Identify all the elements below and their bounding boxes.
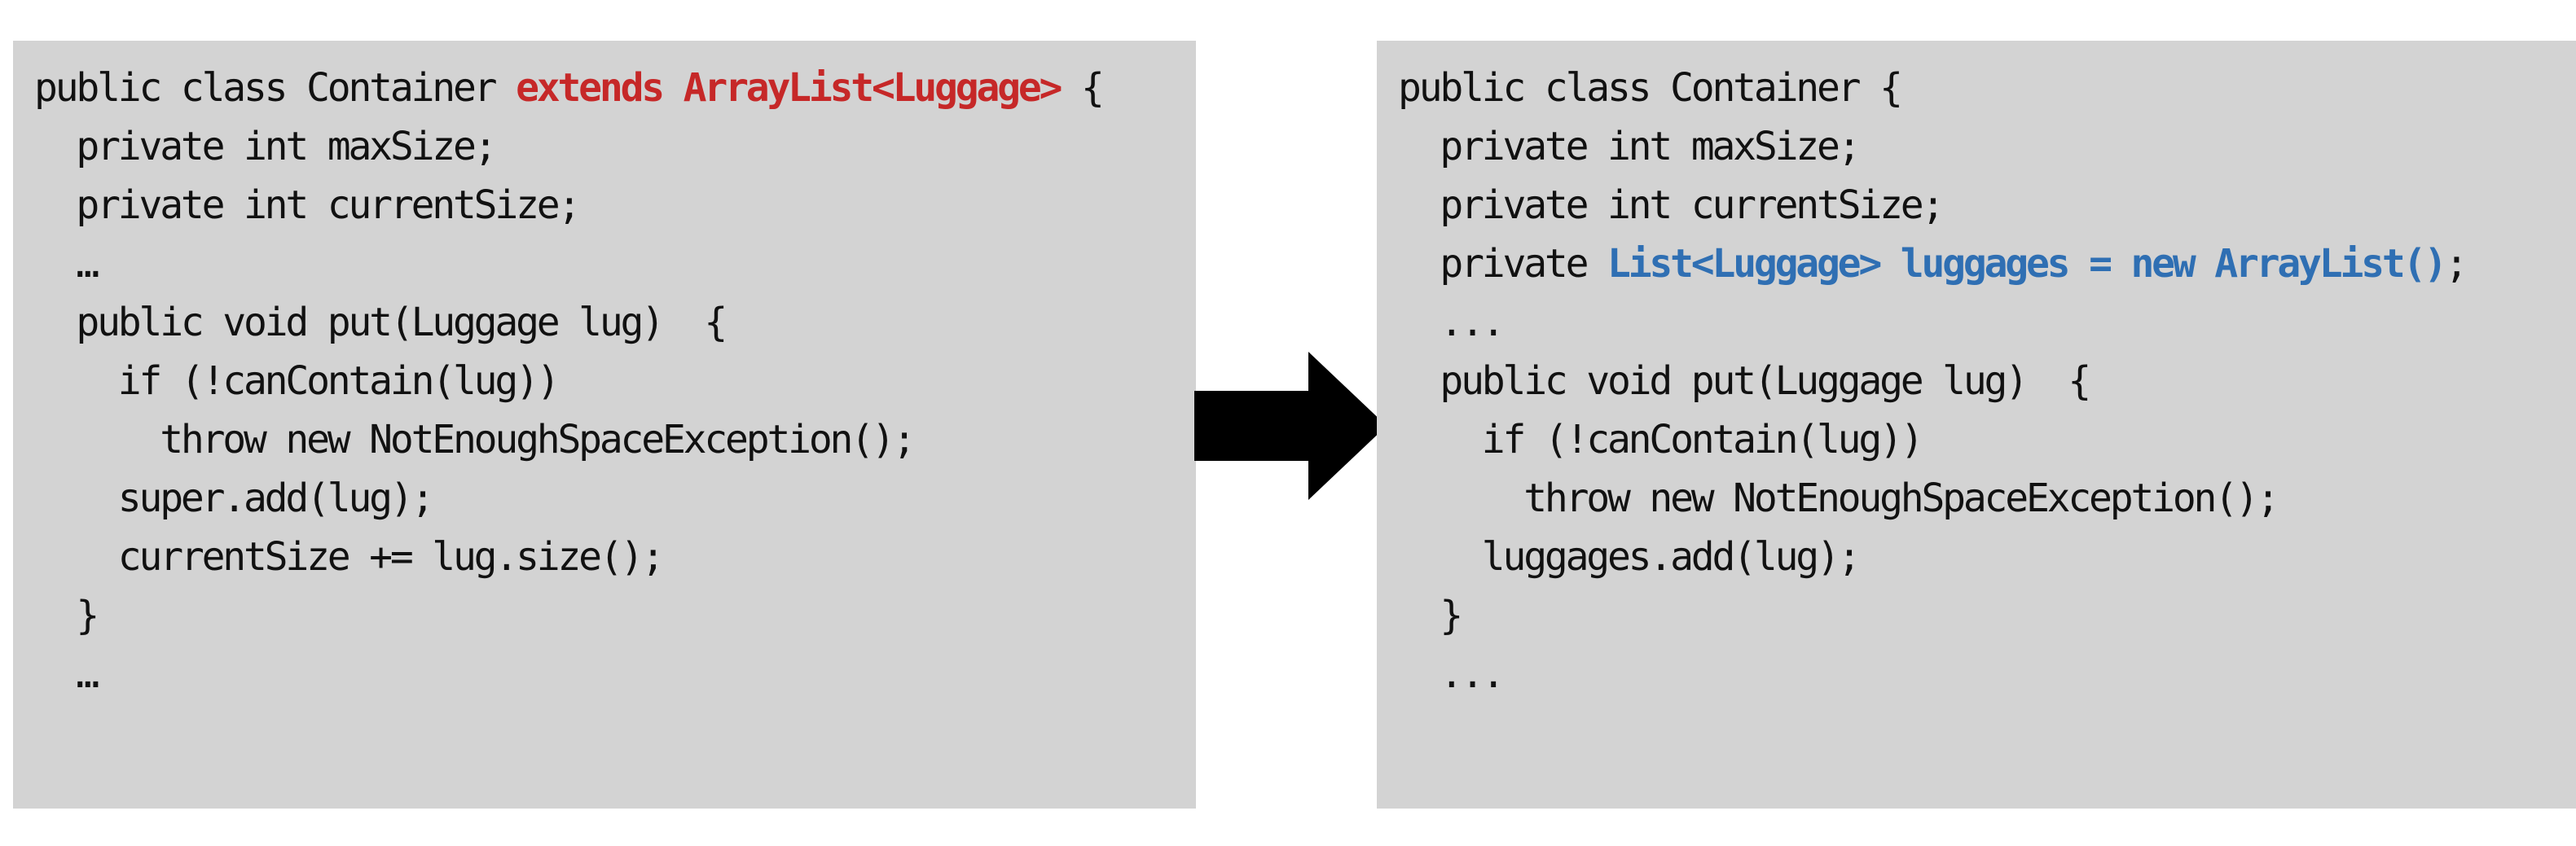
code-line-2: private int maxSize;: [34, 124, 497, 169]
code-line-6: if (!canContain(lug)): [34, 358, 560, 404]
inheritance-code-panel: public class Container extends ArrayList…: [13, 41, 1196, 809]
code-line-10: }: [1398, 593, 1463, 638]
code-line-11: ...: [1398, 651, 1505, 697]
code-line-10: }: [34, 593, 99, 638]
highlight-list-field: List<Luggage> luggages = new ArrayList(): [1607, 241, 2447, 287]
code-line-11: …: [34, 651, 99, 697]
highlight-extends-arraylist: extends ArrayList<Luggage>: [516, 65, 1062, 111]
code-line-1: public class Container extends ArrayList…: [34, 65, 1105, 111]
code-line-9: currentSize += lug.size();: [34, 534, 665, 580]
code-line-6: public void put(Luggage lug) {: [1398, 358, 2091, 404]
code-line-1: public class Container {: [1398, 65, 1903, 111]
code-line-4: private List<Luggage> luggages = new Arr…: [1398, 241, 2468, 287]
right-arrow-icon: [1194, 352, 1387, 500]
code-line-3: private int currentSize;: [1398, 182, 1945, 228]
code-line-3: private int currentSize;: [34, 182, 581, 228]
code-line-5: public void put(Luggage lug) {: [34, 300, 728, 345]
code-line-8: throw new NotEnoughSpaceException();: [1398, 476, 2279, 521]
code-line-8: super.add(lug);: [34, 476, 435, 521]
composition-code-panel: public class Container { private int max…: [1377, 41, 2576, 809]
code-line-7: if (!canContain(lug)): [1398, 417, 1924, 462]
code-line-4: …: [34, 241, 99, 287]
code-line-7: throw new NotEnoughSpaceException();: [34, 417, 916, 462]
code-line-2: private int maxSize;: [1398, 124, 1861, 169]
code-line-5: ...: [1398, 300, 1505, 345]
arrow-shape: [1194, 352, 1387, 500]
code-line-9: luggages.add(lug);: [1398, 534, 1862, 580]
